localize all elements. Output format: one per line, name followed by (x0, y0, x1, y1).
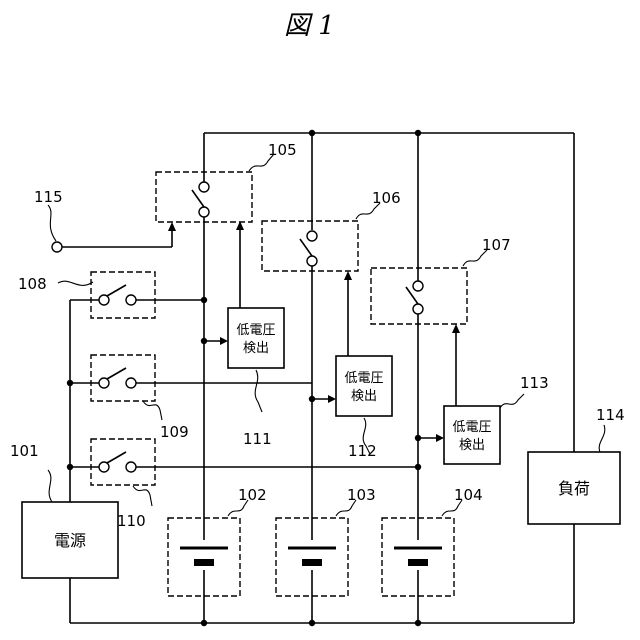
ref-101: 101 (10, 442, 39, 460)
detector-112: 低電圧 検出 (336, 356, 392, 416)
load-label: 負荷 (558, 479, 590, 498)
detector-113: 低電圧 検出 (444, 406, 500, 464)
switch-110 (91, 439, 155, 485)
ref-110: 110 (117, 512, 146, 530)
input-terminal-115 (52, 242, 62, 252)
power-supply-block: 電源 (22, 502, 118, 578)
detector-111-line2: 検出 (243, 341, 269, 356)
ref-114: 114 (596, 406, 625, 424)
detector-113-line1: 低電圧 (452, 420, 491, 435)
detector-111: 低電圧 検出 (228, 308, 284, 368)
ref-113: 113 (520, 374, 549, 392)
ref-115: 115 (34, 188, 63, 206)
figure-title: 図 1 (284, 11, 335, 41)
switch-107 (371, 268, 467, 324)
detector-111-line1: 低電圧 (236, 323, 275, 338)
ref-109: 109 (160, 423, 189, 441)
detector-112-line2: 検出 (351, 389, 377, 404)
detector-112-line1: 低電圧 (344, 371, 383, 386)
ref-108: 108 (18, 275, 47, 293)
ref-105: 105 (268, 141, 297, 159)
switch-106 (262, 221, 358, 271)
ref-104: 104 (454, 486, 483, 504)
ref-102: 102 (238, 486, 267, 504)
switch-108 (91, 272, 155, 318)
ref-112: 112 (348, 442, 377, 460)
load-block: 負荷 (528, 452, 620, 524)
ref-107: 107 (482, 236, 511, 254)
detector-113-line2: 検出 (459, 438, 485, 453)
power-supply-label: 電源 (54, 531, 86, 550)
ref-111: 111 (243, 430, 272, 448)
ref-103: 103 (347, 486, 376, 504)
ref-106: 106 (372, 189, 401, 207)
switch-109 (91, 355, 155, 401)
